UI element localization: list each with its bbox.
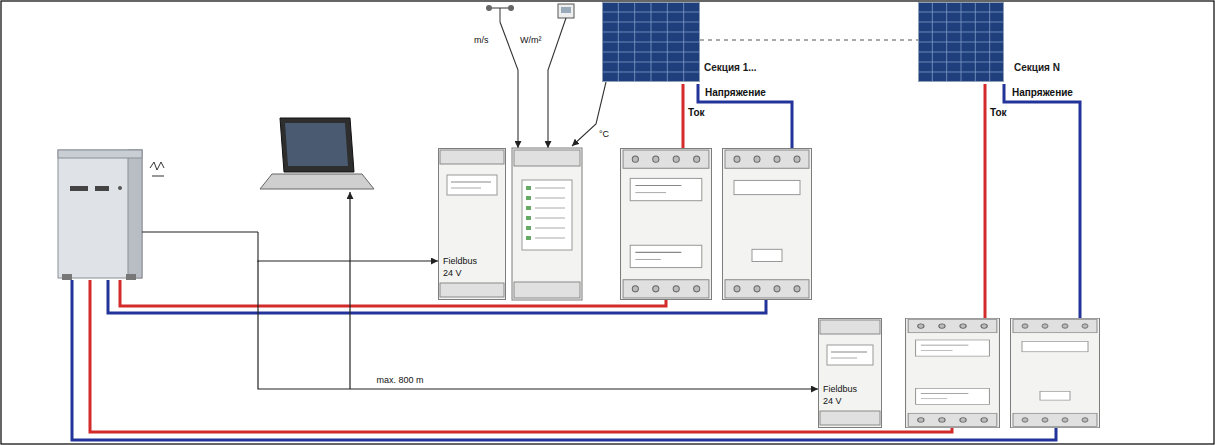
io-module: Fieldbus24 V — [438, 148, 506, 300]
signal-label: Напряжение — [1012, 87, 1073, 99]
port-label: Fieldbus — [823, 383, 857, 395]
port-label: 24 V — [823, 395, 842, 407]
laptop — [260, 118, 374, 189]
signal-label: Напряжение — [705, 87, 766, 99]
module-art — [819, 319, 883, 429]
unit-label: °C — [599, 128, 609, 140]
io-module: Fieldbus24 V — [818, 318, 882, 428]
solar-panel-section: Секция 1... — [602, 2, 700, 82]
current-module — [621, 149, 712, 300]
inverter-bus-wire — [142, 231, 258, 232]
section-label: Секция N — [1014, 62, 1060, 74]
irradiance-sensor — [558, 4, 574, 18]
panel-continuation — [700, 40, 918, 41]
anemometer — [486, 5, 514, 22]
pv-panel-art — [918, 2, 1004, 82]
string-wires — [72, 84, 1080, 440]
sensor-wires — [500, 18, 606, 148]
signal-label: Ток — [990, 107, 1007, 119]
distance-label: max. 800 m — [374, 375, 425, 386]
laptop-link — [349, 192, 350, 389]
module-art — [439, 149, 507, 301]
section-label: Секция 1... — [704, 62, 757, 74]
solar-panel-section: Секция N — [918, 2, 1004, 82]
voltage-module — [723, 149, 812, 300]
port-label: Fieldbus — [443, 255, 477, 267]
sensor-module — [512, 148, 582, 300]
current-module — [906, 318, 1000, 427]
voltage-module — [1011, 318, 1100, 427]
unit-label: m/s — [474, 34, 489, 46]
inverter-bus-wire — [257, 232, 258, 262]
unit-label: W/m² — [520, 34, 542, 46]
port-label: 24 V — [443, 267, 462, 279]
pv-panel-art — [602, 2, 700, 82]
fieldbus-line — [258, 261, 818, 389]
signal-label: Ток — [688, 107, 705, 119]
inverter-cabinet — [58, 150, 164, 280]
